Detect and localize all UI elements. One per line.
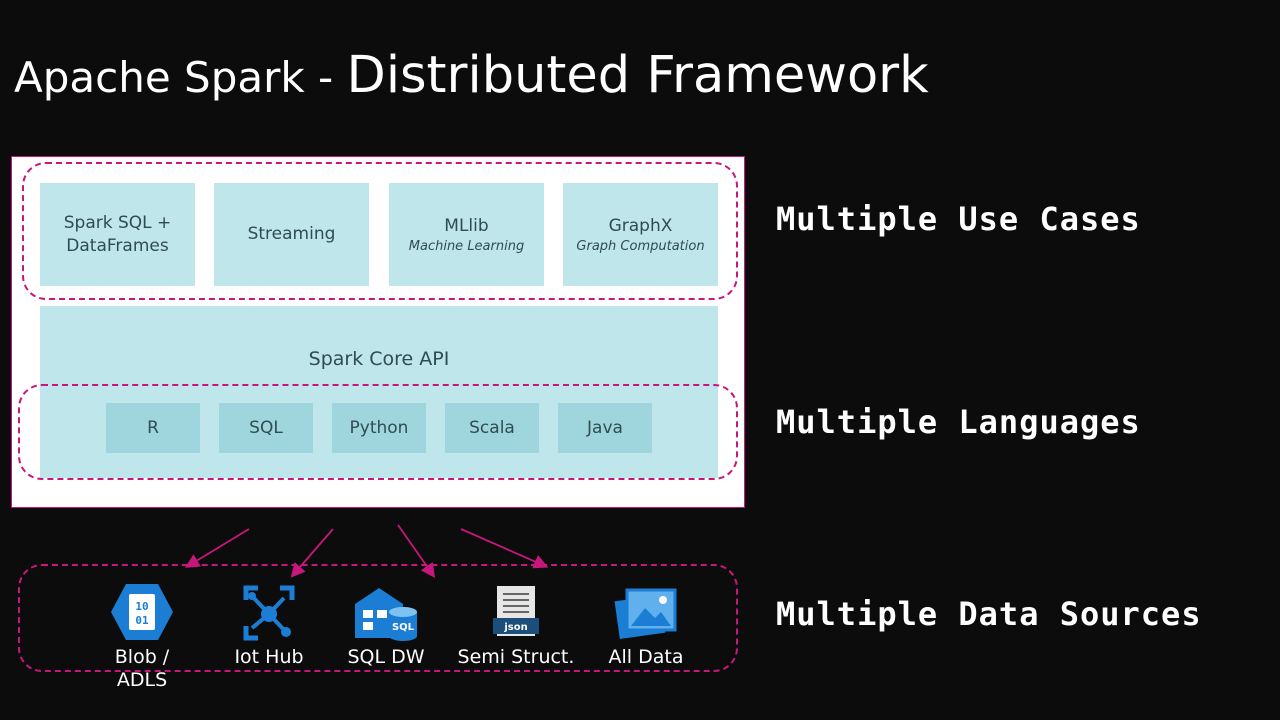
data-source-label: All Data bbox=[608, 646, 684, 668]
language-sql: SQL bbox=[219, 403, 313, 453]
blob-icon-bits-top: 10 bbox=[135, 600, 148, 613]
language-java: Java bbox=[558, 403, 652, 453]
language-scala: Scala bbox=[445, 403, 539, 453]
images-icon bbox=[614, 588, 677, 640]
data-source-label: Iot Hub bbox=[234, 646, 304, 668]
label-multiple-use-cases: Multiple Use Cases bbox=[776, 200, 1141, 238]
arrow-to-sql-dw bbox=[397, 524, 436, 578]
title-main: Distributed Framework bbox=[346, 46, 929, 105]
use-case-name: GraphX bbox=[608, 216, 673, 236]
use-case-subtitle: Machine Learning bbox=[408, 239, 525, 254]
use-case-name: Spark SQL + DataFrames bbox=[63, 212, 172, 256]
blob-icon: 10 01 bbox=[111, 584, 173, 640]
use-case-block-streaming: Streaming bbox=[214, 183, 369, 286]
iot-hub-icon bbox=[243, 585, 295, 641]
data-source-label: Blob / ADLS bbox=[114, 646, 170, 691]
data-source-label: Semi Struct. bbox=[457, 646, 575, 668]
data-source-semi-struct: json Semi Struct. bbox=[456, 582, 576, 669]
label-multiple-languages: Multiple Languages bbox=[776, 403, 1141, 441]
arrow-to-blob bbox=[184, 528, 250, 568]
use-case-name: Streaming bbox=[247, 224, 336, 244]
sql-dw-icon: SQL bbox=[355, 588, 417, 641]
use-case-subtitle: Graph Computation bbox=[576, 239, 705, 254]
use-case-block-spark-sql: Spark SQL + DataFrames bbox=[40, 183, 195, 286]
data-source-iot-hub: Iot Hub bbox=[224, 582, 314, 669]
language-python: Python bbox=[332, 403, 426, 453]
use-cases-dashed-outline bbox=[22, 162, 738, 300]
data-source-blob: 10 01 Blob / ADLS bbox=[92, 582, 192, 692]
label-multiple-data-sources: Multiple Data Sources bbox=[776, 595, 1202, 633]
page-title: Apache Spark - Distributed Framework bbox=[14, 46, 929, 105]
language-r: R bbox=[106, 403, 200, 453]
use-case-block-graphx: GraphX Graph Computation bbox=[563, 183, 718, 286]
data-source-label: SQL DW bbox=[347, 646, 425, 668]
json-file-icon: json bbox=[493, 586, 539, 636]
languages-dashed-outline bbox=[18, 384, 738, 480]
arrow-to-semi-struct bbox=[460, 528, 549, 569]
data-source-sql-dw: SQL SQL DW bbox=[336, 582, 436, 669]
blob-icon-bits-bottom: 01 bbox=[135, 614, 149, 627]
use-case-block-mllib: MLlib Machine Learning bbox=[389, 183, 544, 286]
title-lead: Apache Spark - bbox=[14, 53, 347, 102]
json-icon-text: json bbox=[503, 622, 527, 633]
spark-core-api-label: Spark Core API bbox=[308, 348, 450, 370]
data-sources-dashed-outline bbox=[18, 564, 738, 672]
data-source-all-data: All Data bbox=[596, 582, 696, 669]
arrow-to-iot-hub bbox=[290, 528, 334, 578]
sql-dw-icon-text: SQL bbox=[392, 622, 415, 633]
use-case-name: MLlib bbox=[444, 216, 489, 236]
